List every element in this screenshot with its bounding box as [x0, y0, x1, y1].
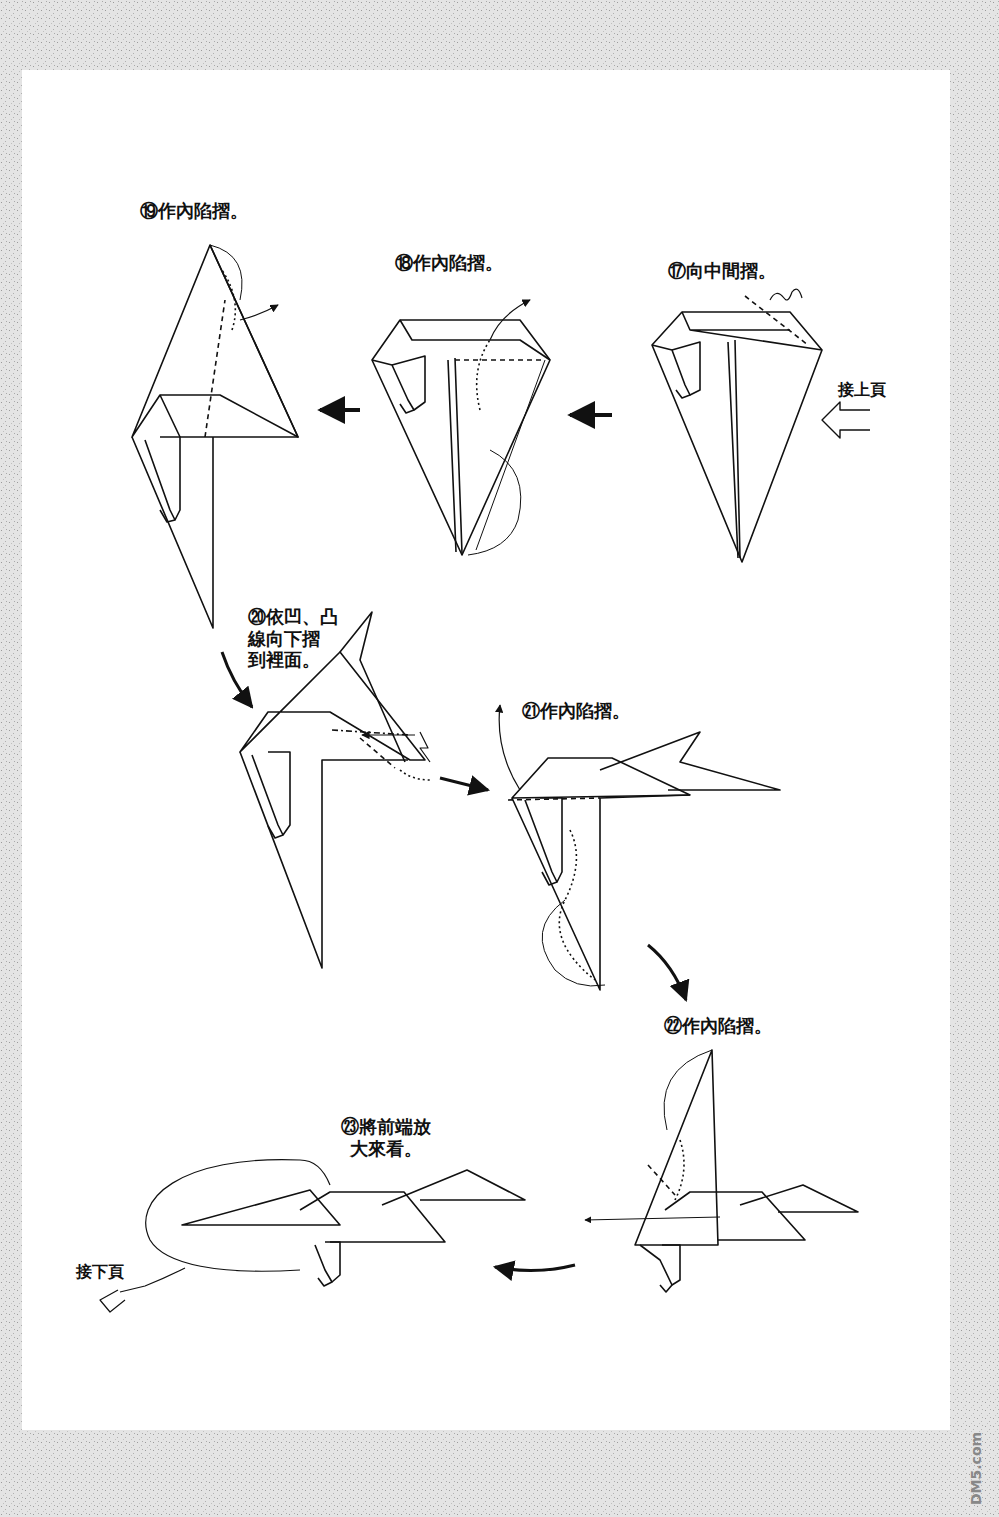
scan-border [0, 0, 22, 1517]
step-caption: ⑰向中間摺。 [668, 260, 776, 282]
step-caption: ㉓將前端放 大來看。 [330, 1116, 442, 1159]
step-caption: ⑲作內陷摺。 [140, 200, 248, 222]
watermark: DM5.com [968, 1432, 985, 1505]
step-caption: ㉑作內陷摺。 [522, 700, 630, 722]
step-caption: ⑳依凹、凸 線向下摺 到裡面。 [248, 606, 349, 671]
continue-note: 接上頁 [838, 380, 886, 399]
step-caption: ⑱作內陷摺。 [395, 252, 503, 274]
scan-border [0, 1430, 999, 1517]
fold-figures [100, 245, 870, 1312]
continue-note: 接下頁 [76, 1262, 124, 1281]
scan-border [0, 0, 999, 70]
step-caption: ㉒作內陷摺。 [664, 1015, 772, 1037]
scan-border [950, 0, 999, 1517]
